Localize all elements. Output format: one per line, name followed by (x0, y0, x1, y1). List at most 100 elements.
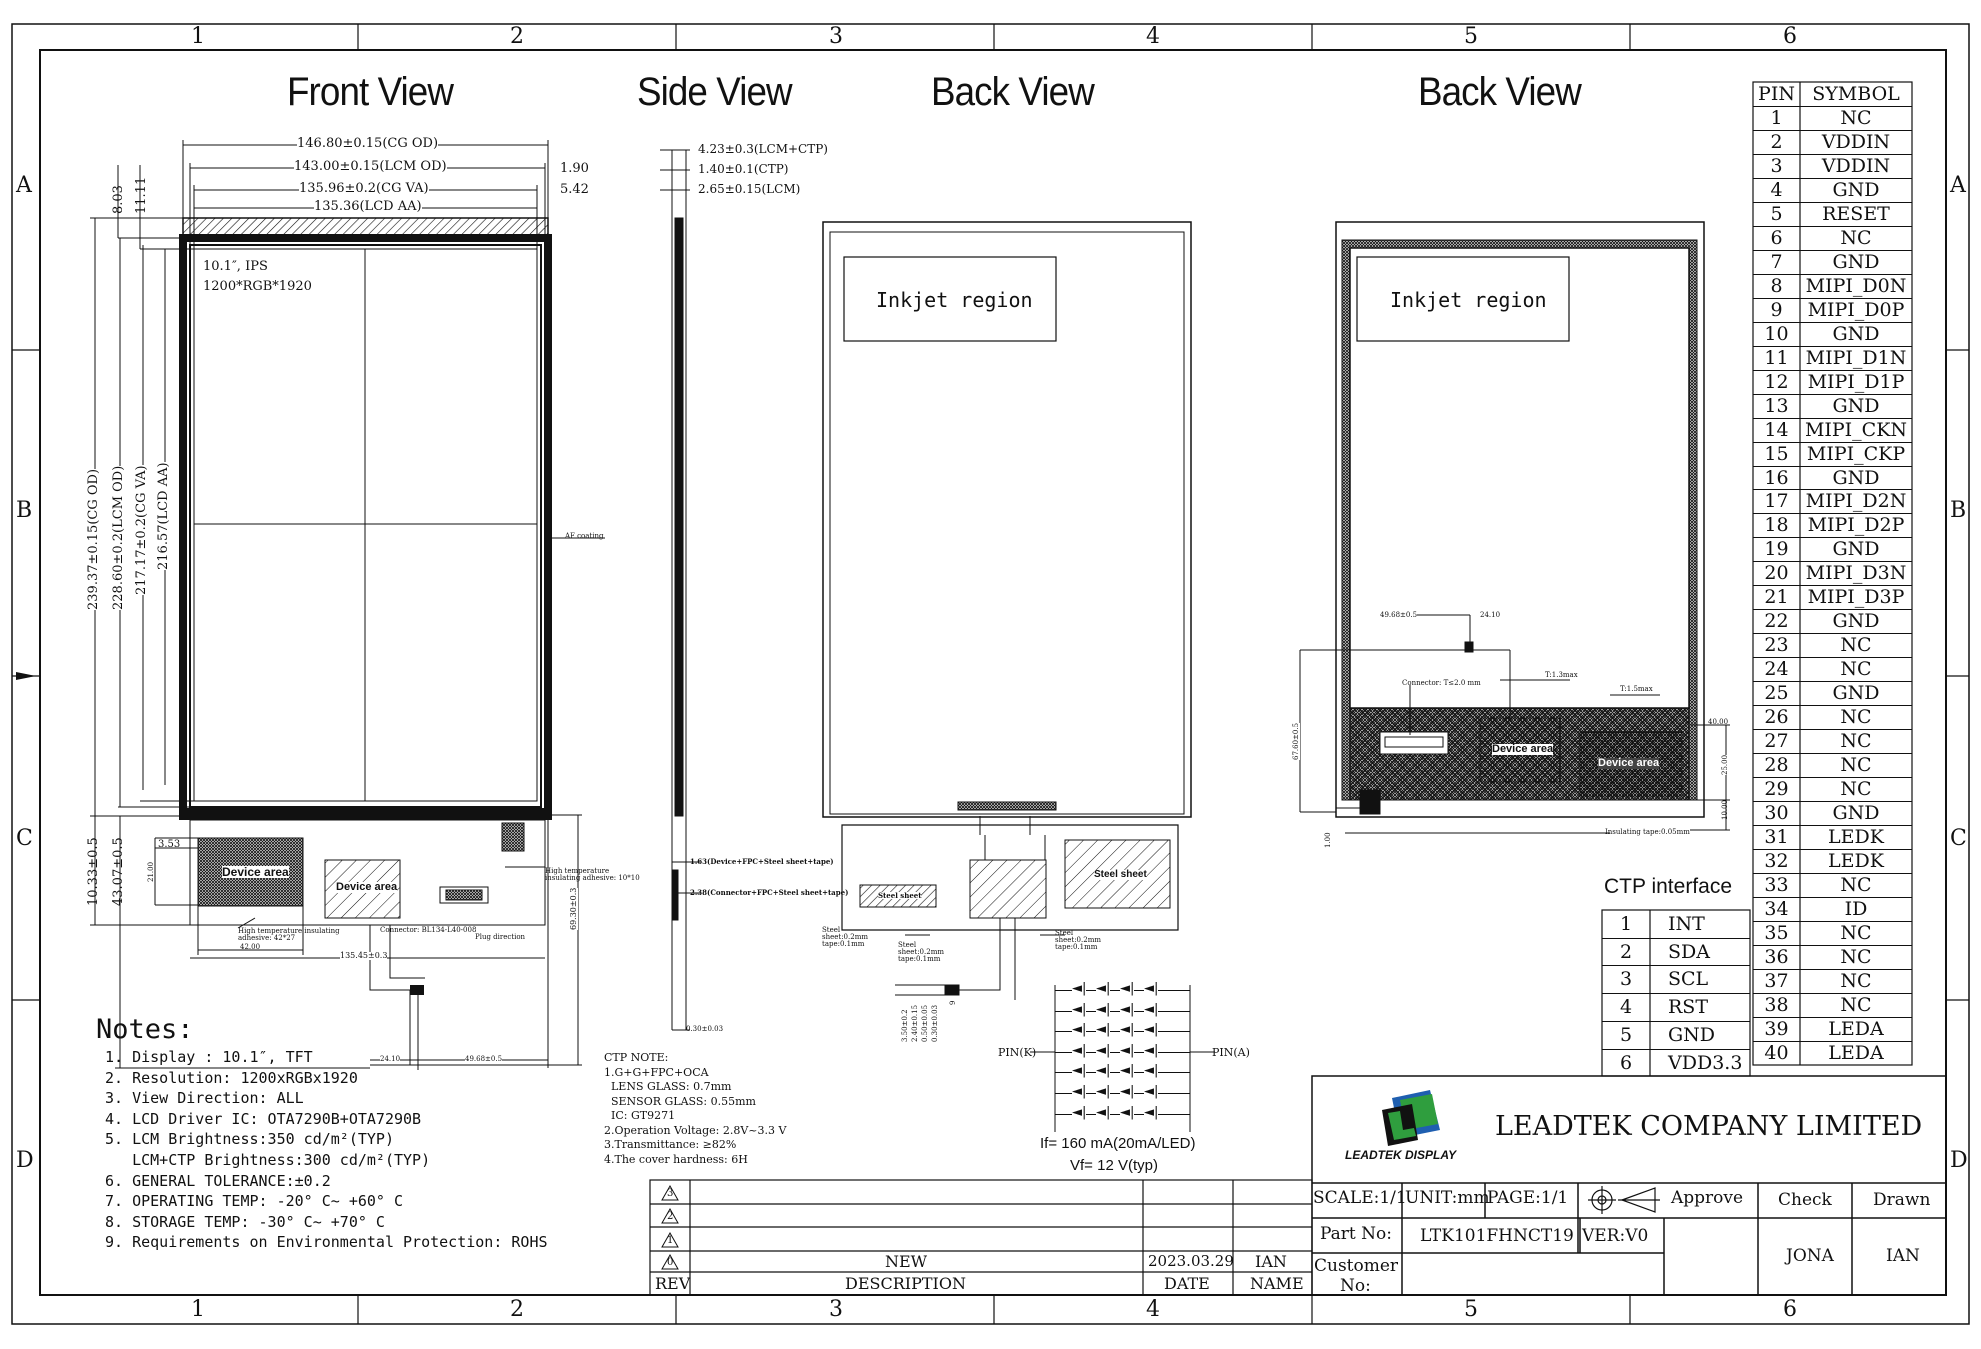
pin-symbol: NC (1840, 778, 1872, 801)
pin-symbol: NC (1840, 730, 1872, 753)
led-diode-icon: ◄| (1072, 1104, 1087, 1120)
front-device-area-2: Device area (336, 881, 398, 893)
led-diode-icon: ◄| (1096, 981, 1111, 996)
pin-table-row-line (1753, 1040, 1912, 1042)
pin-symbol: MIPI_D0P (1807, 298, 1905, 321)
pin-symbol: MIPI_D2N (1805, 490, 1907, 513)
pin-symbol: VDDIN (1821, 130, 1891, 153)
grid-row-a: A (16, 173, 32, 198)
front-connector-label: Connector: BL134-L40-008 (380, 926, 477, 934)
led-diode-icon: ◄| (1072, 1084, 1087, 1099)
dim-10-33: 10.33±0.5 (86, 837, 101, 906)
rev-mark-0: 0 (667, 1257, 674, 1268)
pin-symbol: RESET (1822, 202, 1890, 225)
led-diode-icon: ◄| (1072, 1001, 1087, 1017)
dim-3-53: 3.53 (158, 839, 181, 850)
pin-table-row-line (1753, 1016, 1912, 1018)
led-diode-icon: ◄| (1096, 1042, 1111, 1058)
led-diode-icon: ◄| (1120, 1042, 1135, 1058)
af-coating-label: AF coating (565, 532, 604, 540)
pin-number: 22 (1764, 610, 1789, 633)
pin-number: 2 (1770, 130, 1783, 153)
led-diode-icon: ◄| (1120, 1001, 1135, 1017)
note-item: LCM+CTP Brightness:300 cd/m²(TYP) (105, 1151, 431, 1169)
pin-table-row-line (1753, 585, 1912, 587)
pin-symbol: NC (1840, 874, 1872, 896)
pin-number: 39 (1764, 1017, 1789, 1040)
scale-label: SCALE:1/1 (1313, 1188, 1407, 1208)
fpc-dim-5: 9 (949, 1000, 957, 1005)
pin-table-row-line (1753, 873, 1912, 874)
pin-table-row-line (1753, 537, 1912, 539)
grid-col-4: 4 (1146, 24, 1160, 49)
pin-number: 16 (1764, 466, 1789, 489)
grid-row-c: C (16, 826, 33, 851)
ctp-pin-number: 4 (1619, 996, 1633, 1019)
side-view-title: Side View (637, 70, 793, 114)
dim-135-45: 135.45±0.3 (340, 951, 388, 960)
back1-inkjet-region: Inkjet region (876, 288, 1033, 312)
pin-table-row-line (1753, 705, 1912, 707)
pin-table-row-line (1753, 369, 1912, 371)
pin-number: 4 (1770, 178, 1783, 201)
led-array (1030, 985, 1215, 1132)
back2-connector-label: Connector: T≤2.0 mm (1402, 679, 1481, 687)
pin-table-row-line (1753, 849, 1912, 851)
grid-row-c-right: C (1950, 826, 1967, 851)
check-name: JONA (1786, 1246, 1834, 1266)
pin-symbol: GND (1832, 178, 1880, 201)
pin-symbol: NC (1840, 658, 1872, 681)
pin-number: 21 (1764, 586, 1789, 609)
pin-number: 7 (1770, 250, 1783, 273)
pin-number: 38 (1764, 993, 1789, 1016)
led-pin-a: PIN(A) (1212, 1046, 1250, 1059)
led-diode-icon: ◄| (1144, 1104, 1159, 1120)
ctp-pin-number: 2 (1619, 940, 1633, 963)
pin-number: 20 (1764, 562, 1789, 585)
led-diode-icon: ◄| (1144, 1063, 1159, 1079)
back2-dim-67-60: 67.60±0.5 (1292, 722, 1300, 760)
pin-symbol: NC (1840, 226, 1872, 249)
rev-mark-2: 2 (667, 1211, 674, 1222)
pin-table-row-line (1753, 273, 1912, 275)
logo-text: LEADTEK DISPLAY (1345, 1148, 1457, 1162)
ctp-table-row-line (1602, 993, 1750, 995)
fpc-dim-4: 0.30±0.03 (931, 1004, 939, 1042)
pin-symbol: GND (1832, 682, 1880, 705)
note-item: 3. View Direction: ALL (105, 1089, 304, 1108)
ctp-note-item: LENS GLASS: 0.7mm (604, 1080, 732, 1093)
pin-symbol: MIPI_D3P (1807, 586, 1905, 609)
pin-table-row-line (1753, 753, 1912, 755)
dim-1-90: 1.90 (560, 161, 589, 176)
back2-inkjet-region: Inkjet region (1390, 288, 1547, 312)
pin-table-row-line (1753, 801, 1912, 803)
grid-row-b-right: B (1950, 498, 1967, 523)
note-item: 1. Display : 10.1″, TFT (105, 1048, 313, 1066)
dim-lcm-od-width: 143.00±0.15(LCM OD) (294, 159, 447, 174)
desc-label: DESCRIPTION (845, 1274, 966, 1293)
back2-dim-24-10: 24.10 (1480, 611, 1501, 619)
pin-number: 17 (1764, 490, 1789, 513)
part-no-label: Part No: (1320, 1224, 1393, 1244)
dim-24-10: 24.10 (380, 1055, 401, 1063)
led-diode-icon: ◄| (1120, 981, 1135, 996)
note-item: 2. Resolution: 1200xRGBx1920 (105, 1068, 358, 1087)
pin-table-row-line (1753, 153, 1912, 155)
rev-mark-1: 1 (667, 1235, 674, 1246)
pin-symbol: NC (1840, 969, 1872, 992)
pin-number: 8 (1770, 274, 1783, 297)
led-diode-icon: ◄| (1072, 1022, 1087, 1038)
pin-symbol: LEDA (1828, 1017, 1884, 1040)
pin-table-row-line (1753, 297, 1912, 299)
note-item: 9. Requirements on Environmental Protect… (105, 1233, 548, 1252)
fpc-dim-3: 0.50±0.05 (921, 1004, 929, 1042)
ctp-pin-symbol: INT (1668, 913, 1705, 935)
front-device-area-1: Device area (222, 865, 289, 879)
grid-col-2: 2 (510, 24, 524, 49)
pin-number: 11 (1764, 346, 1789, 369)
dim-11-11: 11.11 (134, 176, 149, 214)
pin-symbol: GND (1832, 466, 1880, 489)
dim-cg-od-width: 146.80±0.15(CG OD) (297, 136, 439, 151)
customer-no-label-1: Customer (1314, 1256, 1399, 1276)
pin-symbol: GND (1832, 802, 1880, 825)
